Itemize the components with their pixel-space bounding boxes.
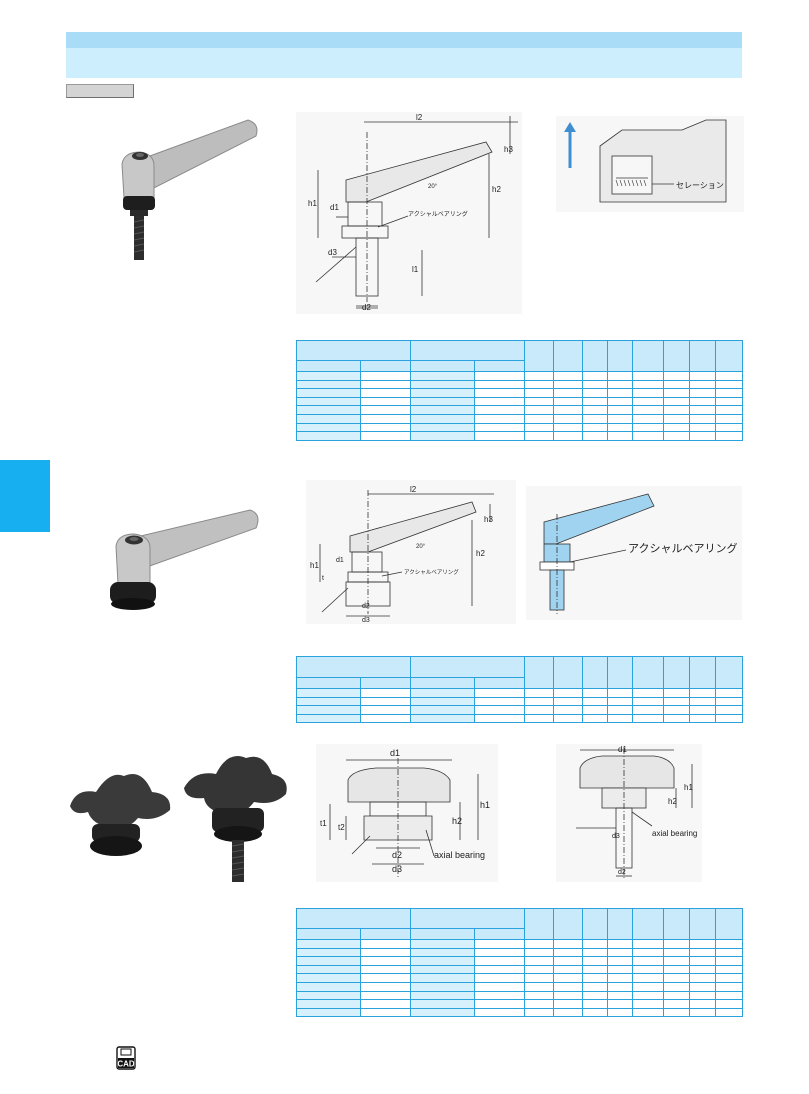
dim-label-h1: h1: [308, 199, 317, 208]
bearing-side-label: アクシャルベアリング: [628, 541, 737, 555]
dim-label-h1-s3: h1: [480, 800, 490, 810]
dim-label-h2: h2: [492, 185, 501, 194]
side-index-tab[interactable]: [0, 460, 50, 532]
dim-label-h3-s2: h3: [484, 515, 493, 524]
dim-label-d1-s2: d1: [336, 557, 344, 564]
lever-drawing-threaded: l2 h3 h2 h1 d1 d3 d2 l1 20° アクシャルベアリング: [296, 112, 522, 314]
serration-detail-drawing: セレーション: [556, 116, 744, 212]
dim-label-angle-s2: 20°: [416, 544, 426, 550]
lever-photo-threaded: [100, 112, 270, 267]
spec-table-2: [296, 656, 743, 724]
dim-label-l2-s2: l2: [410, 485, 417, 494]
header-bar-main: [66, 48, 742, 78]
dim-label-l1: l1: [412, 265, 419, 274]
dim-label-d2-s2: d2: [362, 603, 370, 610]
dim-label-d2: d2: [362, 303, 371, 312]
lever-side-drawing: アクシャルベアリング: [526, 486, 742, 620]
side-label-h2: h2: [668, 797, 677, 806]
header-bar-top: [66, 32, 742, 48]
dim-label-h1-s2: h1: [310, 561, 319, 570]
side-label-d2: d2: [618, 869, 626, 876]
star-knob-photo: [66, 748, 292, 884]
dim-label-h2-s2: h2: [476, 549, 485, 558]
dim-label-d3-s3: d3: [392, 864, 402, 874]
dim-label-d3: d3: [328, 248, 337, 257]
spec-table-3: [296, 908, 743, 1018]
dim-label-d1: d1: [330, 203, 339, 212]
bearing-label: アクシャルベアリング: [408, 210, 468, 218]
side-label-h1: h1: [684, 783, 693, 792]
dim-label-t-s2: t: [322, 575, 324, 582]
dim-label-d3-s2: d3: [362, 617, 370, 624]
lever-drawing-bushing: l2 h3 h2 h1 d1 t d2 d3 20° アクシャルベアリング: [306, 480, 516, 624]
dim-label-h3: h3: [504, 145, 513, 154]
side-label-d1: d1: [618, 745, 627, 754]
dim-label-t1-s3: t1: [320, 819, 327, 828]
dim-label-d2-s3: d2: [392, 850, 402, 860]
category-tab-button[interactable]: [66, 84, 134, 98]
star-knob-side-drawing: d1 h1 h2 d3 d2 axial bearing: [556, 744, 702, 882]
dim-label-l2: l2: [416, 113, 423, 122]
side-label-d3: d3: [612, 833, 620, 840]
serration-label: セレーション: [676, 181, 724, 190]
lever-photo-bushing: [100, 506, 270, 624]
dim-label-t2-s3: t2: [338, 823, 345, 832]
dim-label-h2-s3: h2: [452, 816, 462, 826]
dim-label-angle: 20°: [428, 184, 438, 190]
cad-icon-label: CAD: [117, 1060, 135, 1069]
star-knob-drawing: d1 h1 h2 t1 t2 d2 d3 axial bearing: [316, 744, 498, 882]
bearing-label-s3: axial bearing: [434, 850, 485, 860]
bearing-label-s2: アクシャルベアリング: [404, 568, 459, 576]
cad-download-icon[interactable]: CAD: [115, 1046, 137, 1070]
dim-label-d1-s3: d1: [390, 748, 400, 758]
side-bearing-label: axial bearing: [652, 829, 697, 838]
spec-table-1: [296, 340, 743, 441]
